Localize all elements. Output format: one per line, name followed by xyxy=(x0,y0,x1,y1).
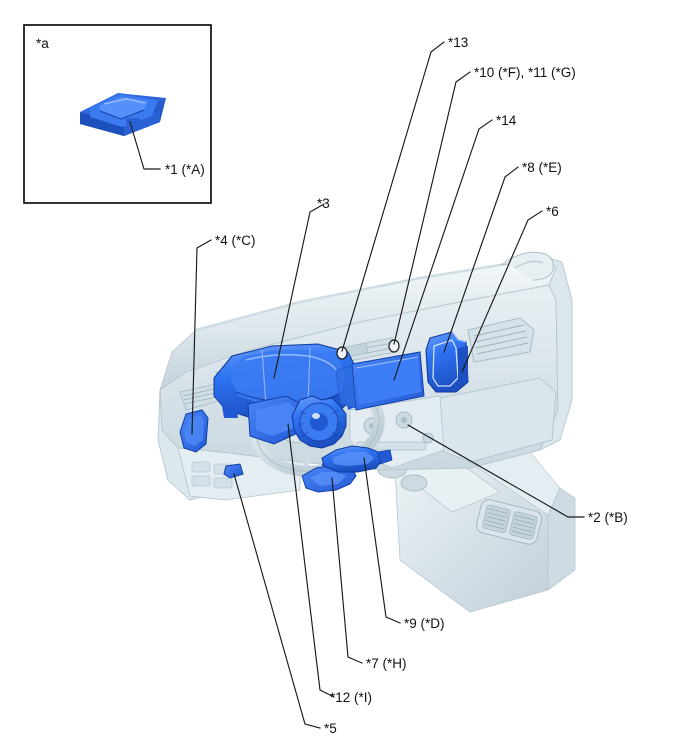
component-14-display-unit xyxy=(335,351,425,411)
callout-label-8: *8 (*E) xyxy=(522,160,562,175)
callout-label-3: *3 xyxy=(317,196,330,211)
leader-line-4 xyxy=(191,239,212,435)
driver-side-vent xyxy=(179,383,223,411)
leader-line-1 xyxy=(129,121,161,170)
callout-label-14: *14 xyxy=(496,113,517,128)
callout-label-13: *13 xyxy=(448,35,468,50)
leader-line-2 xyxy=(407,424,585,518)
inset-panel: *a *1 (*A) xyxy=(23,24,212,204)
leader-line-13 xyxy=(341,41,445,352)
callout-label-10-11: *10 (*F), *11 (*G) xyxy=(474,65,576,80)
passenger-air-vent xyxy=(467,317,535,363)
callout-layer: *13 *10 (*F), *11 (*G) *14 *8 (*E) *6 *3… xyxy=(191,35,628,736)
leader-line-3 xyxy=(273,203,325,379)
component-13-sensor xyxy=(336,346,348,360)
inset-ecu-part xyxy=(80,93,166,136)
leader-line-9 xyxy=(363,457,401,624)
component-4-side-panel-part xyxy=(179,409,209,453)
callout-label-2: *2 (*B) xyxy=(588,510,628,525)
callout-label-1: *1 (*A) xyxy=(165,162,205,177)
callout-label-9: *9 (*D) xyxy=(404,616,445,631)
component-5-lower-switch xyxy=(223,463,244,479)
leader-line-12 xyxy=(287,423,335,698)
leader-line-6 xyxy=(461,210,543,373)
callout-label-4: *4 (*C) xyxy=(215,233,256,248)
leader-line-10-11 xyxy=(393,71,471,345)
component-10-11-sensor xyxy=(388,339,400,353)
callout-label-6: *6 xyxy=(546,204,559,219)
leader-line-7 xyxy=(331,477,363,664)
callout-label-5: *5 xyxy=(324,721,337,736)
dashboard-illustration xyxy=(157,251,576,613)
component-spiral-cable xyxy=(291,395,347,449)
leader-line-14 xyxy=(393,119,493,381)
inset-label-a: *a xyxy=(36,36,49,51)
leader-line-5 xyxy=(233,473,321,729)
component-8-6-passenger-ecu xyxy=(425,331,469,393)
callout-label-7: *7 (*H) xyxy=(366,656,407,671)
leader-line-8 xyxy=(443,166,519,353)
callout-label-12: *12 (*I) xyxy=(330,690,372,705)
component-7-lower-bracket xyxy=(321,445,393,473)
